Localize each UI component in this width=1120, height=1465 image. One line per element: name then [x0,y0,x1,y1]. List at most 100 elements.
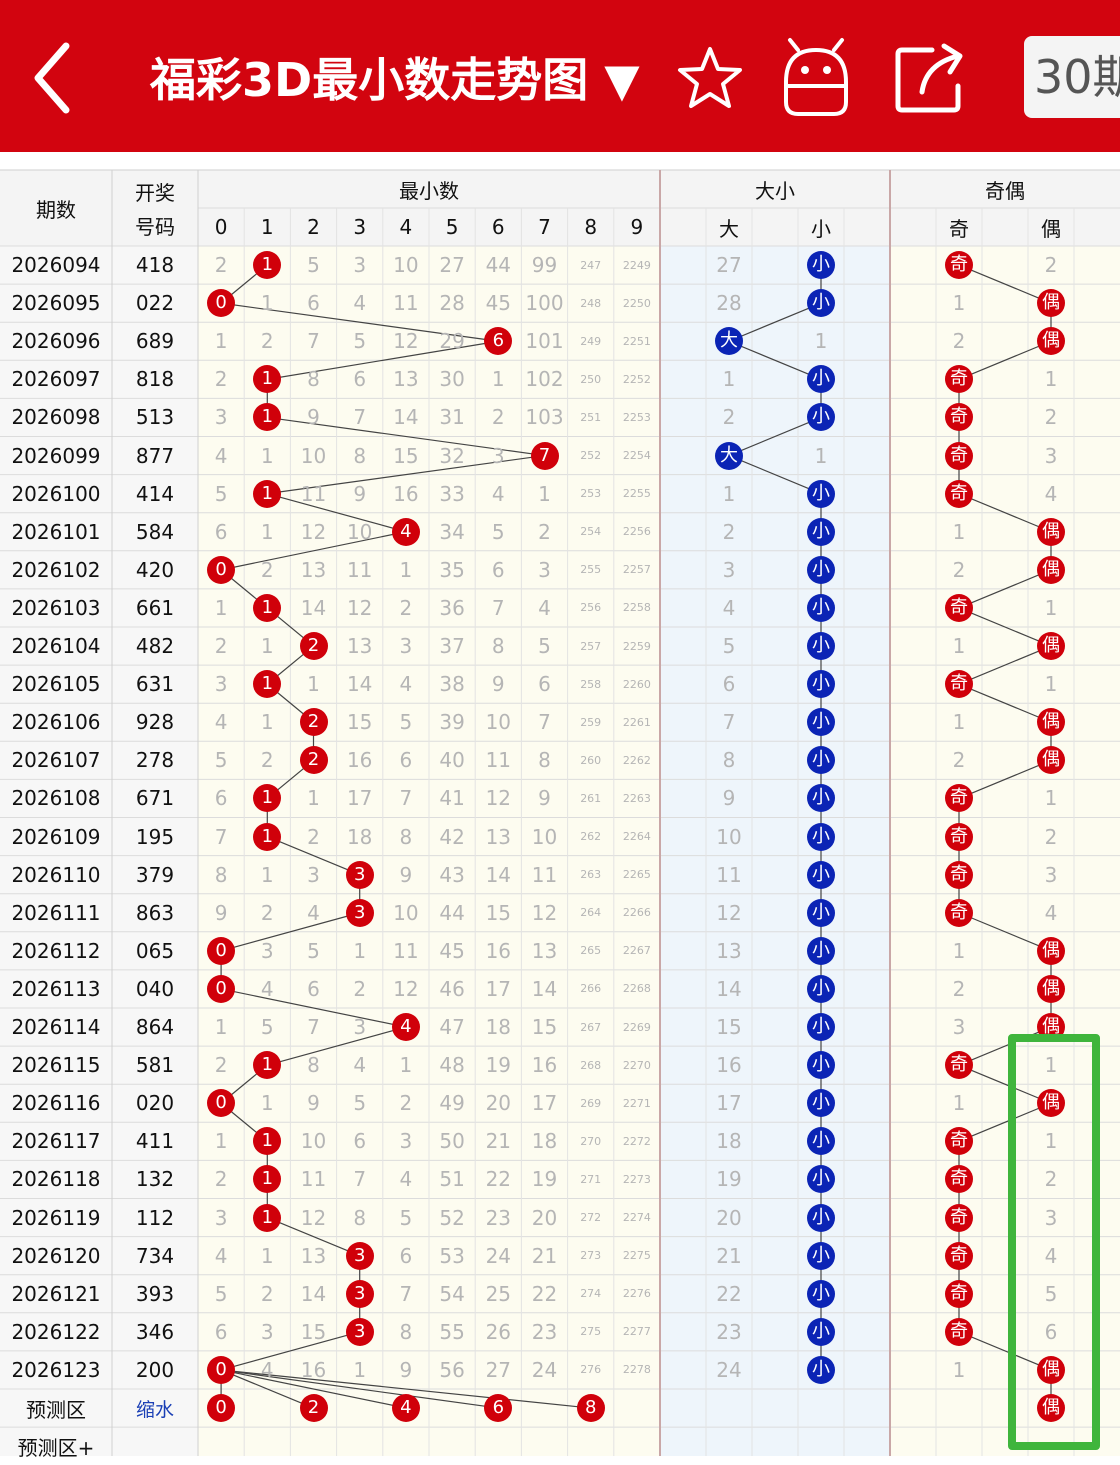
miss-count: 3 [260,1319,274,1344]
back-arrow-icon[interactable] [30,40,74,116]
size-ball-small: 小 [807,1241,835,1270]
miss-count: 27 [485,1357,512,1382]
miss-count: 17 [346,786,373,811]
miss-count: 1 [260,291,274,316]
min-ball: 2 [299,746,328,775]
miss-count: 8 [307,367,320,392]
miss-count: 10 [346,519,373,544]
miss-count: 2260 [622,677,651,691]
miss-count: 23 [716,1319,742,1344]
trend-connector [267,416,545,457]
row-code: 482 [135,634,175,659]
miss-count: 5 [214,1281,228,1306]
miss-count: 9 [399,1357,413,1382]
miss-count: 6 [353,1129,367,1154]
miss-count: 11 [300,1167,327,1192]
miss-count: 9 [214,900,228,925]
miss-count: 14 [300,1281,327,1306]
miss-count: 6 [214,1319,228,1344]
size-ball-small: 小 [807,1127,835,1156]
android-icon[interactable] [780,36,852,120]
parity-ball-even: 偶 [1037,632,1065,661]
predict-label[interactable]: 预测区 [26,1397,86,1422]
shrink-link[interactable]: 缩水 [135,1398,174,1421]
miss-count: 28 [439,291,465,316]
miss-count: 53 [439,1243,465,1268]
miss-count: 263 [580,868,602,882]
size-ball-small: 小 [807,1203,835,1232]
miss-count: 2277 [622,1325,651,1339]
size-ball-small: 小 [807,251,835,280]
miss-count: 12 [346,595,373,620]
miss-count: 54 [439,1281,465,1306]
page-title[interactable]: 福彩3D最小数走势图 ▼ [150,53,640,107]
miss-count: 2 [722,405,736,430]
miss-count: 5 [722,634,736,659]
miss-count: 3 [399,1129,413,1154]
parity-ball-odd: 奇 [945,1127,973,1156]
miss-count: 2251 [622,334,651,348]
miss-count: 24 [485,1243,512,1268]
miss-count: 2 [260,748,274,773]
parity-connector [958,1026,1052,1066]
miss-count: 2269 [622,1020,651,1034]
miss-count: 2249 [622,258,651,272]
miss-count: 2 [353,976,367,1001]
miss-count: 16 [485,938,512,963]
parity-connector [958,569,1052,609]
trend-connector [220,1331,360,1371]
miss-count: 1 [353,938,367,963]
size-ball-small: 小 [807,784,835,813]
size-ball-small: 小 [807,1317,835,1346]
share-icon[interactable] [892,42,968,114]
row-issue: 2026094 [11,253,101,278]
miss-count: 251 [580,410,602,424]
trend-connector [220,531,407,571]
miss-count: 11 [531,862,558,887]
miss-count: 3 [491,443,505,468]
miss-count: 9 [353,481,367,506]
row-code: 863 [135,900,175,925]
miss-count: 4 [307,900,320,925]
header-digit: 1 [260,215,274,239]
miss-count: 12 [393,329,419,354]
predict-parity-ball: 偶 [1037,1394,1065,1423]
miss-count: 2 [260,900,274,925]
row-issue: 2026119 [11,1205,101,1230]
miss-count: 2264 [622,830,651,844]
miss-count: 2266 [622,906,651,920]
row-issue: 2026099 [11,443,101,468]
size-ball-small: 小 [807,517,835,546]
miss-count: 43 [439,862,465,887]
miss-count: 20 [716,1205,742,1230]
miss-count: 2271 [622,1096,651,1110]
period-select-button[interactable]: 30期 [1024,36,1120,118]
miss-count: 33 [439,481,465,506]
predict-plus-label[interactable]: 预测区+ [17,1435,95,1460]
miss-count: 22 [485,1167,512,1192]
miss-count: 8 [353,443,367,468]
row-code: 818 [135,367,175,392]
miss-count: 4 [260,976,274,1001]
miss-count: 17 [531,1091,558,1116]
miss-count: 2 [214,367,228,392]
miss-count: 22 [531,1281,558,1306]
miss-count: 55 [439,1319,465,1344]
size-ball-small: 小 [807,289,835,318]
miss-count: 260 [580,753,602,767]
miss-count: 13 [300,1243,327,1268]
row-code: 631 [135,672,175,697]
miss-count: 8 [214,862,228,887]
miss-count: 2 [952,557,966,582]
star-icon[interactable] [676,44,744,112]
miss-count: 3 [353,253,367,278]
miss-count: 1 [1044,786,1058,811]
min-ball: 1 [253,251,282,280]
miss-count: 24 [716,1357,742,1382]
miss-count: 1 [214,1015,228,1040]
miss-count: 2 [1044,405,1058,430]
miss-count: 103 [525,405,564,430]
miss-count: 9 [491,672,505,697]
miss-count: 1 [1044,1053,1058,1078]
row-code: 020 [135,1091,175,1116]
